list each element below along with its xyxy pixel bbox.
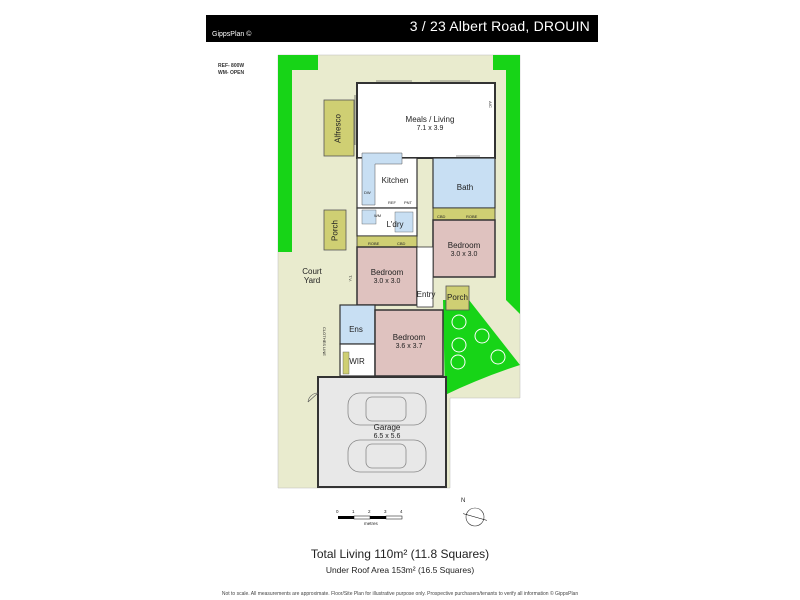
cbd-right-label: CBD [437,214,446,219]
tv-label: T.V. [347,275,353,282]
porch-right-label: Porch [447,293,468,302]
bath-room [432,157,496,209]
alfresco-area [323,99,355,157]
scale-tick-3: 3 [384,509,387,514]
pnt-label: PNT [404,200,412,205]
kitchen-label: Kitchen [381,176,409,185]
total-living: Total Living 110m² (11.8 Squares) [310,547,490,561]
court-yard-label: Court Yard [302,267,322,285]
bedroom-mid-label: Bedroom 3.0 x 3.0 [370,268,404,285]
ac-label: A/C [487,101,493,108]
scale-tick-4: 4 [400,509,403,514]
ensuite-room [339,304,376,345]
note-wm: WM- OPEN [218,70,245,76]
robe-mid-label: ROBE [368,241,380,246]
robe-right-label: ROBE [466,214,478,219]
robe-strip-mid [356,235,418,248]
address-title: 3 / 23 Albert Road, DROUIN [409,18,590,34]
scale-tick-2: 2 [368,509,371,514]
plan-notes: REF- 800W WM- OPEN [218,63,244,77]
porch-left-label: Porch [330,220,340,241]
entry-area [416,246,434,308]
ref-label: REF [388,200,396,205]
garden-bed-left [278,55,318,252]
garage-label: Garage 6.5 x 5.6 [373,423,401,440]
car-top-icon [347,392,427,473]
porch-left-area [323,209,347,251]
wir-label: WIR [349,357,365,366]
garage-room [317,376,447,488]
bedroom-right-label: Bedroom 3.0 x 3.0 [447,241,481,258]
laundry-tub [394,211,414,233]
wir-robe [342,351,350,375]
dw-label: DW [364,190,371,195]
meals-living-label: Meals / Living 7.1 x 3.9 [405,115,455,132]
brand-label: GippsPlan © [212,31,252,38]
bedroom-right-room [432,219,496,278]
garage-door-swing [307,392,319,403]
garden-bed-right [493,55,520,314]
bedroom-main-label: Bedroom 3.6 x 3.7 [392,333,426,350]
cbd-mid-label: CBD [397,241,406,246]
scale-tick-0: 0 [336,509,339,514]
bath-label: Bath [456,183,474,192]
scale-tick-1: 1 [352,509,355,514]
scale-unit: metres [364,521,378,526]
kitchen-bench [361,152,403,206]
note-ref: REF- 800W [218,63,245,69]
meals-living-room [356,82,496,159]
clothes-line-label: CLOTHES LINE [321,327,327,356]
header-bar: GippsPlan © 3 / 23 Albert Road, DROUIN [206,15,598,42]
compass-rose [463,505,487,529]
alfresco-label: Alfresco [333,114,343,143]
laundry-label: L'dry [386,220,404,229]
scale-bar [338,515,403,520]
tree-icons [450,314,506,370]
disclaimer-text: Not to scale. All measurements are appro… [221,591,579,597]
entry-label: Entry [416,290,436,299]
wm-label: WM [374,213,382,218]
ensuite-label: Ens [349,325,363,334]
laundry-sink [361,209,377,225]
compass-north: N [461,498,466,504]
window-marks [354,80,480,157]
porch-right-area [445,285,470,311]
under-roof-area: Under Roof Area 153m² (16.5 Squares) [325,565,475,575]
